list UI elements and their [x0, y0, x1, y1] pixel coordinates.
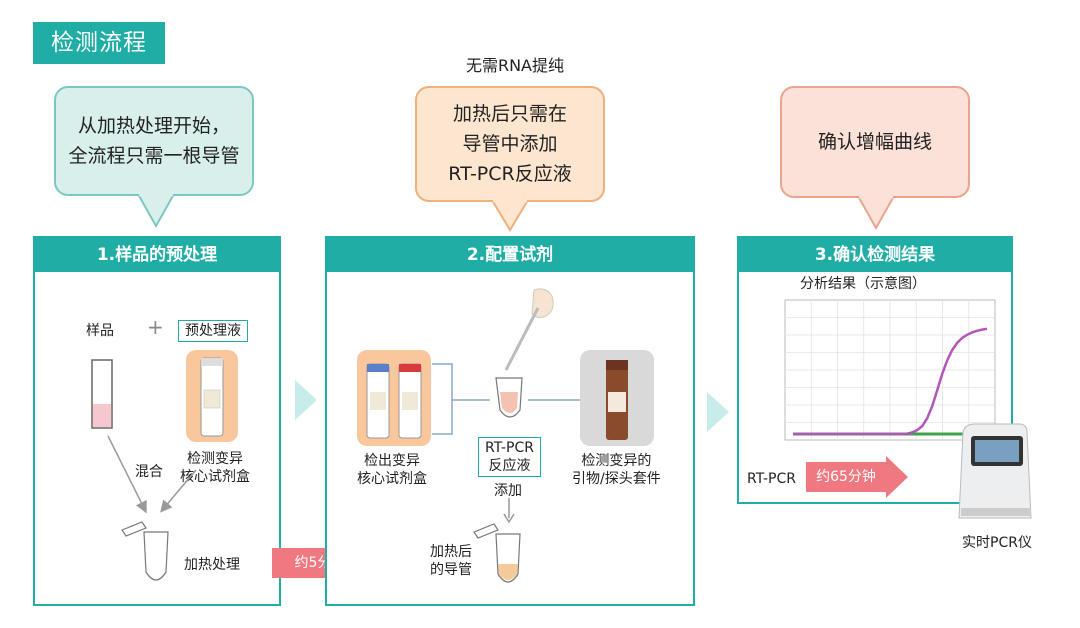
sample-tube-icon [91, 359, 113, 429]
core-kit-label-line1: 检出变异 [364, 453, 420, 469]
core-kit-icon [357, 350, 431, 446]
micro-tube-icon [121, 521, 169, 581]
bubble2-tail [492, 200, 528, 232]
rtpcr-liquid-line1: RT-PCR [485, 440, 534, 456]
bubble-step1: 从加热处理开始， 全流程只需一根导管 [54, 86, 254, 196]
pipette-tube-icon [495, 288, 554, 418]
rtpcr-label: RT-PCR [747, 471, 796, 487]
rtpcr-liquid-label: RT-PCR 反应液 [478, 437, 541, 477]
chart-series [793, 327, 988, 436]
mix-arrows [107, 435, 197, 514]
bubble1-tail [138, 194, 174, 228]
time-65min-label: 约65分钟 [806, 462, 886, 492]
kit-label-line1: 检测变异 [187, 451, 243, 467]
plus-sign: + [147, 315, 164, 339]
rtpcr-liquid-line2: 反应液 [488, 458, 531, 474]
connector-lines [432, 363, 582, 435]
kit-label: 检测变异 核心试剂盒 [180, 450, 250, 486]
no-rna-note: 无需RNA提纯 [465, 56, 565, 75]
bubble1-line2: 全流程只需一根导管 [68, 145, 240, 167]
primer-kit-label: 检测变异的 引物/探头套件 [572, 452, 661, 488]
page-title: 检测流程 [33, 22, 165, 64]
bubble2-line3: RT-PCR反应液 [448, 163, 572, 185]
mix-label: 混合 [135, 464, 163, 480]
sample-label: 样品 [86, 323, 114, 339]
time-arrow-65min: 约65分钟 [806, 456, 908, 498]
pcr-machine-label: 实时PCR仪 [962, 535, 1032, 551]
bubble-step2: 加热后只需在 导管中添加 RT-PCR反应液 [415, 86, 605, 202]
primer-kit-label-line1: 检测变异的 [581, 453, 652, 469]
chart-grid [785, 300, 995, 440]
heated-tube-label: 加热后 的导管 [430, 543, 472, 579]
bubble1-line1: 从加热处理开始， [77, 115, 230, 137]
add-label: 添加 [494, 483, 522, 499]
panel-step1: 1.样品的预处理 [33, 236, 281, 606]
bubble2-line1: 加热后只需在 [452, 103, 567, 125]
add-arrow [503, 498, 515, 524]
chevron-arrow-1 [295, 380, 317, 420]
kit-label-line2: 核心试剂盒 [180, 469, 250, 485]
core-kit-label: 检出变异 核心试剂盒 [357, 452, 427, 488]
primer-kit-label-line2: 引物/探头套件 [572, 471, 661, 487]
chart-title: 分析结果（示意图） [800, 276, 926, 292]
panel3-title: 3.确认检测结果 [739, 238, 1011, 272]
panel1-title: 1.样品的预处理 [35, 238, 279, 272]
chevron-arrow-2 [707, 392, 729, 432]
pretreat-liquid-label: 预处理液 [178, 320, 248, 342]
pretreat-kit-icon [186, 350, 238, 442]
core-kit-label-line2: 核心试剂盒 [357, 471, 427, 487]
heated-tube-icon [473, 523, 521, 583]
heated-tube-line2: 的导管 [430, 562, 472, 578]
heat-label: 加热处理 [184, 557, 240, 573]
chart-series-line [793, 327, 988, 436]
amplification-chart [784, 299, 996, 441]
heated-tube-line1: 加热后 [430, 544, 472, 560]
bubble2-line2: 导管中添加 [462, 133, 558, 155]
panel2-title: 2.配置试剂 [327, 238, 693, 272]
primer-kit-icon [580, 350, 654, 446]
pcr-machine-icon [958, 423, 1032, 519]
bubble3-line1: 确认增幅曲线 [817, 131, 932, 153]
bubble-step3: 确认增幅曲线 [780, 86, 970, 198]
bubble3-tail [858, 196, 894, 230]
